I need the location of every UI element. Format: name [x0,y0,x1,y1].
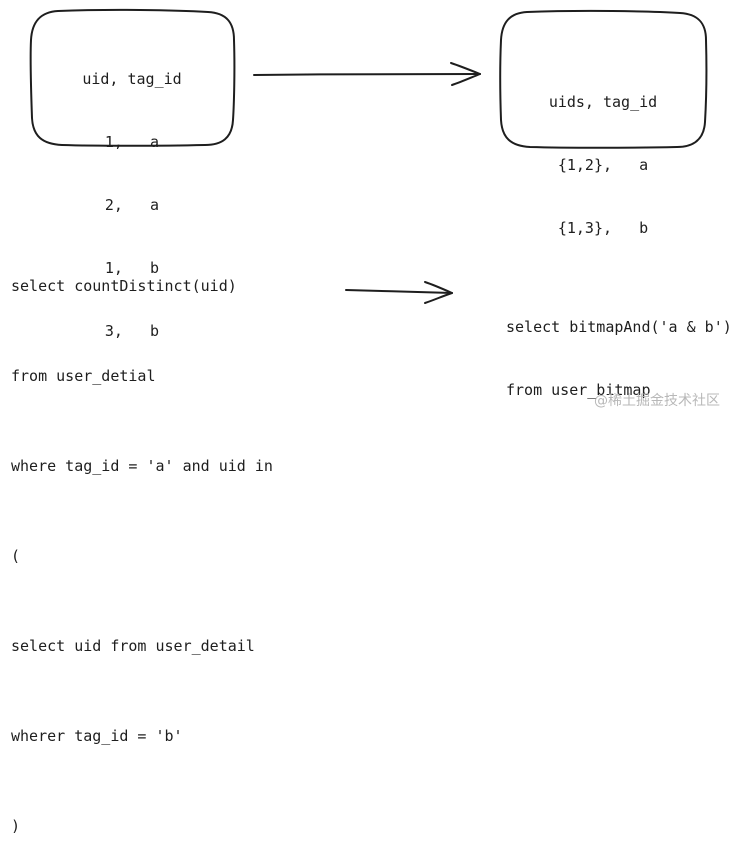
sql-left-line: where tag_id = 'a' and uid in [11,457,273,475]
right-table-header: uids, tag_id [548,93,658,111]
right-table-row: {1,2}, a [557,156,649,174]
sql-left-block: select countDistinct(uid) from user_deti… [11,211,273,842]
watermark: @稀土掘金技术社区 [594,393,720,409]
left-table-box [29,8,236,147]
sql-right-line: select bitmapAnd('a & b') [506,318,732,336]
left-table-row: 1, a [104,133,160,151]
left-table: uid, tag_id 1, a 2, a 1, b 3, b [66,27,198,363]
sql-left-line: from user_detial [11,367,156,385]
sql-right-block: select bitmapAnd('a & b') from user_bitm… [506,275,732,422]
right-table-row: {1,3}, b [557,219,649,237]
sql-left-line: ( [11,547,21,565]
right-table-box [499,9,708,149]
left-table-row: 2, a [104,196,160,214]
left-table-row: 1, b [104,259,160,277]
top-arrow [253,62,481,86]
sketch-canvas [29,8,708,304]
left-table-header: uid, tag_id [82,70,182,88]
right-table: uids, tag_id {1,2}, a {1,3}, b [533,50,673,260]
left-table-row: 3, b [104,322,160,340]
sql-right-line: from user_bitmap [506,381,651,399]
sql-left-line: ) [11,817,21,835]
sql-left-line: select uid from user_detail [11,637,255,655]
sql-left-line: select countDistinct(uid) [11,277,237,295]
sql-left-line: wherer tag_id = 'b' [11,727,183,745]
bottom-arrow [345,281,453,304]
